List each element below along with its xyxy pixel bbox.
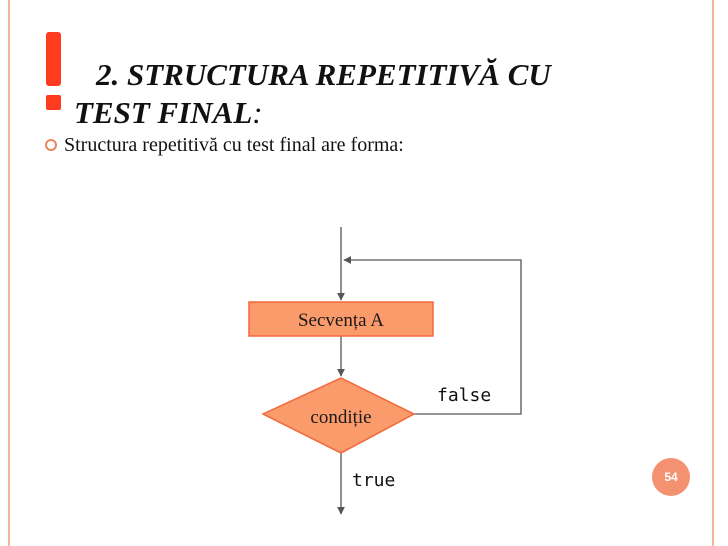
circle-bullet-icon <box>45 139 57 151</box>
frame-left-line <box>8 0 10 546</box>
true-label: true <box>352 470 395 491</box>
slide-title: 2. STRUCTURA REPETITIVĂ CU TEST FINAL: <box>74 56 674 132</box>
loop-back-arrow <box>343 256 522 415</box>
title-number: 2. <box>96 57 120 92</box>
decision-diamond <box>261 377 416 454</box>
false-label: false <box>437 385 491 406</box>
bullet-text: Structura repetitivă cu test final are f… <box>64 134 404 156</box>
process-box <box>248 301 434 337</box>
decision-label: condiție <box>310 407 371 428</box>
title-line-2: TEST FINAL <box>74 95 253 130</box>
title-colon: : <box>252 95 263 130</box>
page-number-badge: 54 <box>652 458 690 496</box>
exclamation-icon <box>46 32 61 110</box>
process-label: Secvența A <box>298 310 384 331</box>
frame-right-line <box>712 0 714 546</box>
title-line-1: STRUCTURA REPETITIVĂ CU <box>127 57 551 92</box>
